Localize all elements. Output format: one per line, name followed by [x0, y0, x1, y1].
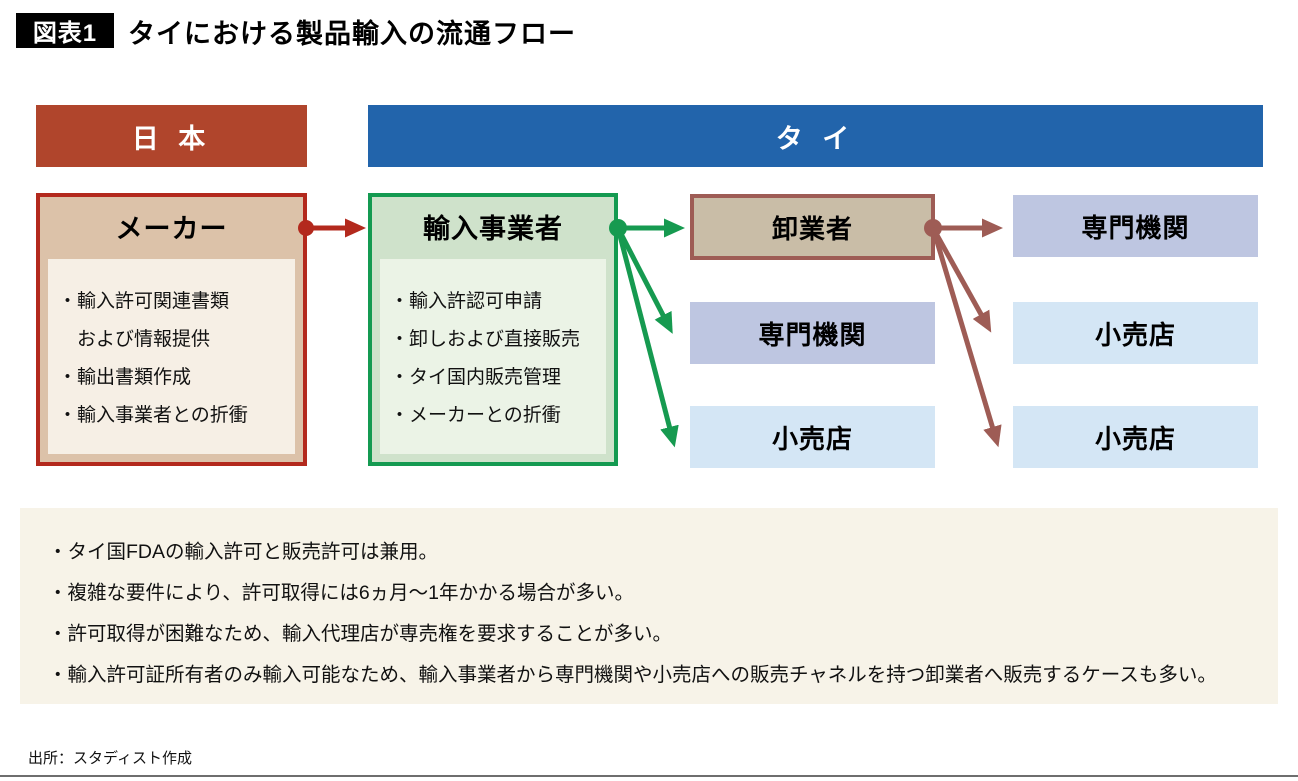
specialist-box-mid: 専門機関: [690, 302, 935, 364]
importer-item: ・メーカーとの折衝: [390, 405, 561, 426]
note-line: ・複雑な要件により、許可取得には6ヵ月〜1年かかる場合が多い。: [48, 582, 635, 604]
arrow-wholesaler-to-retail-upper: [930, 226, 992, 333]
maker-box-title: メーカー: [115, 213, 228, 244]
importer-box: 輸入事業者 ・輸入許認可申請 ・卸しおよび直接販売 ・タイ国内販売管理 ・メーカ…: [368, 193, 618, 466]
retail-box-mid: 小売店: [690, 406, 935, 468]
maker-item: および情報提供: [58, 329, 211, 350]
importer-box-title: 輸入事業者: [423, 213, 563, 244]
arrow-wholesaler-to-retail-lower: [930, 227, 1002, 448]
importer-box-body: ・輸入許認可申請 ・卸しおよび直接販売 ・タイ国内販売管理 ・メーカーとの折衝: [380, 259, 606, 454]
note-line: ・タイ国FDAの輸入許可と販売許可は兼用。: [48, 541, 439, 563]
source-credit: 出所：スタディスト作成: [28, 750, 192, 767]
specialist-box-right: 専門機関: [1013, 195, 1258, 257]
importer-item: ・輸入許認可申請: [390, 291, 543, 312]
figure-title: タイにおける製品輸入の流通フロー: [128, 19, 576, 49]
maker-item: ・輸入事業者との折衝: [58, 405, 248, 426]
region-header-japan: 日 本: [36, 105, 307, 167]
maker-box-body: ・輸入許可関連書類 および情報提供 ・輸出書類作成 ・輸入事業者との折衝: [48, 259, 295, 454]
retail-box-right-lower: 小売店: [1013, 406, 1258, 468]
note-line: ・許可取得が困難なため、輸入代理店が専売権を要求することが多い。: [48, 623, 673, 645]
retail-box-right-upper: 小売店: [1013, 302, 1258, 364]
wholesaler-box: 卸業者: [690, 194, 935, 260]
region-header-thailand: タ イ: [368, 105, 1263, 167]
arrow-importer-to-retail: [615, 227, 679, 448]
importer-item: ・卸しおよび直接販売: [390, 329, 581, 350]
maker-item: ・輸出書類作成: [58, 367, 192, 388]
arrow-importer-to-specialist: [615, 226, 673, 334]
notes-panel: ・タイ国FDAの輸入許可と販売許可は兼用。 ・複雑な要件により、許可取得には6ヵ…: [20, 508, 1278, 704]
figure-number-badge: 図表1: [16, 13, 114, 48]
importer-item: ・タイ国内販売管理: [390, 367, 562, 388]
note-line: ・輸入許可証所有者のみ輸入可能なため、輸入事業者から専門機関や小売店への販売チャ…: [48, 664, 1217, 686]
bottom-divider: [0, 775, 1298, 777]
maker-item: ・輸入許可関連書類: [58, 291, 230, 312]
maker-box: メーカー ・輸入許可関連書類 および情報提供 ・輸出書類作成 ・輸入事業者との折…: [36, 193, 307, 466]
